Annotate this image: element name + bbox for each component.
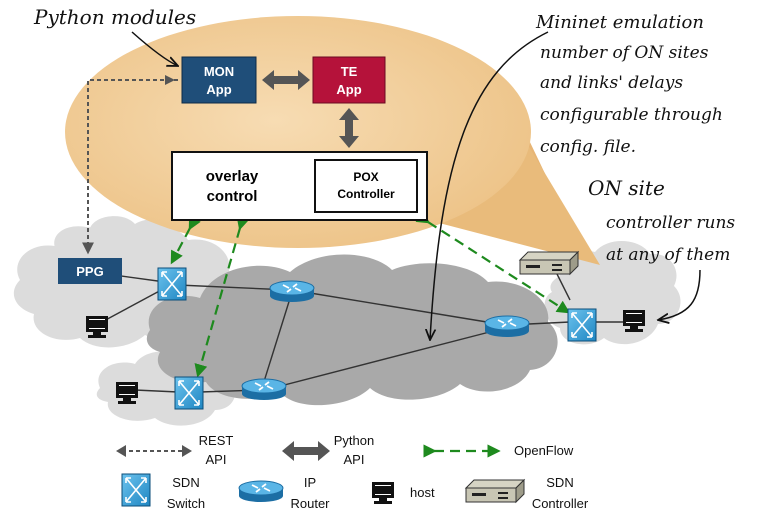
- te-app-label: App: [336, 82, 361, 97]
- legend-python-api-label: API: [344, 452, 365, 467]
- mininet-arrow: [430, 31, 549, 340]
- mon-label: MON: [204, 64, 234, 79]
- legend-router-label: Router: [290, 496, 330, 511]
- overlay-control-box: overlay control POX Controller: [171, 151, 428, 221]
- overlay-label: overlay: [206, 168, 259, 185]
- legend-controller-label: Controller: [532, 496, 589, 511]
- legend-rest-api: REST API: [116, 433, 233, 467]
- ppg-box: PPG: [58, 258, 122, 284]
- legend-python-label: Python: [334, 433, 374, 448]
- legend-python-api: Python API: [282, 433, 374, 467]
- ip-router-top: [269, 280, 315, 303]
- sdn-switch-bottom: [174, 376, 204, 410]
- sdn-switch-left: [157, 267, 187, 301]
- onsite-arrow: [658, 269, 701, 320]
- legend-sdn-label: SDN: [172, 475, 199, 490]
- onsite-annotation-2: controller runs: [606, 213, 735, 233]
- te-app-box: TE App: [312, 56, 386, 104]
- legend-openflow-label: OpenFlow: [514, 443, 574, 458]
- ppg-label: PPG: [76, 264, 103, 279]
- ip-router-right: [484, 315, 530, 338]
- rest-api-link: [82, 75, 178, 255]
- pox-label: POX: [353, 170, 378, 184]
- legend-controller-sdn-label: SDN: [546, 475, 573, 490]
- legend-sdn-controller: SDN Controller: [465, 475, 589, 511]
- legend-host: host: [372, 482, 435, 504]
- sdn-switch-right: [567, 308, 597, 342]
- ip-router-bottom: [241, 378, 287, 401]
- control-label: control: [207, 188, 258, 205]
- mininet-annotation-4: configurable through: [540, 105, 723, 125]
- pox-controller-label: Controller: [337, 187, 395, 201]
- te-label: TE: [341, 64, 358, 79]
- python-api-vertical-arrow: [339, 108, 359, 148]
- mininet-annotation-5: config. file.: [540, 137, 636, 157]
- python-api-arrow: [262, 70, 310, 90]
- legend-rest-label: REST: [199, 433, 234, 448]
- onsite-annotation-1: ON site: [588, 176, 665, 200]
- python-modules-arrow: [131, 31, 178, 66]
- mon-app-box: MON App: [181, 56, 257, 104]
- mininet-annotation-2: number of ON sites: [540, 43, 709, 63]
- mon-app-label: App: [206, 82, 231, 97]
- onsite-annotation-3: at any of them: [606, 245, 730, 265]
- mininet-annotation-1: Mininet emulation: [535, 12, 704, 33]
- legend-sdn-switch: SDN Switch: [121, 473, 205, 511]
- legend-switch-label: Switch: [167, 496, 205, 511]
- legend-host-label: host: [410, 485, 435, 500]
- legend-ip-router: IP Router: [238, 475, 330, 511]
- mininet-annotation-3: and links' delays: [540, 73, 683, 93]
- sdn-controller-device: [519, 251, 579, 275]
- legend-ip-label: IP: [304, 475, 316, 490]
- openflow-links: [170, 210, 571, 378]
- legend-rest-api-label: API: [206, 452, 227, 467]
- legend-openflow: OpenFlow: [423, 443, 574, 458]
- python-modules-annotation: Python modules: [33, 5, 196, 29]
- legend: REST API Python API OpenFlow SDN Switch …: [116, 433, 589, 511]
- top-left-cloud: [54, 216, 172, 248]
